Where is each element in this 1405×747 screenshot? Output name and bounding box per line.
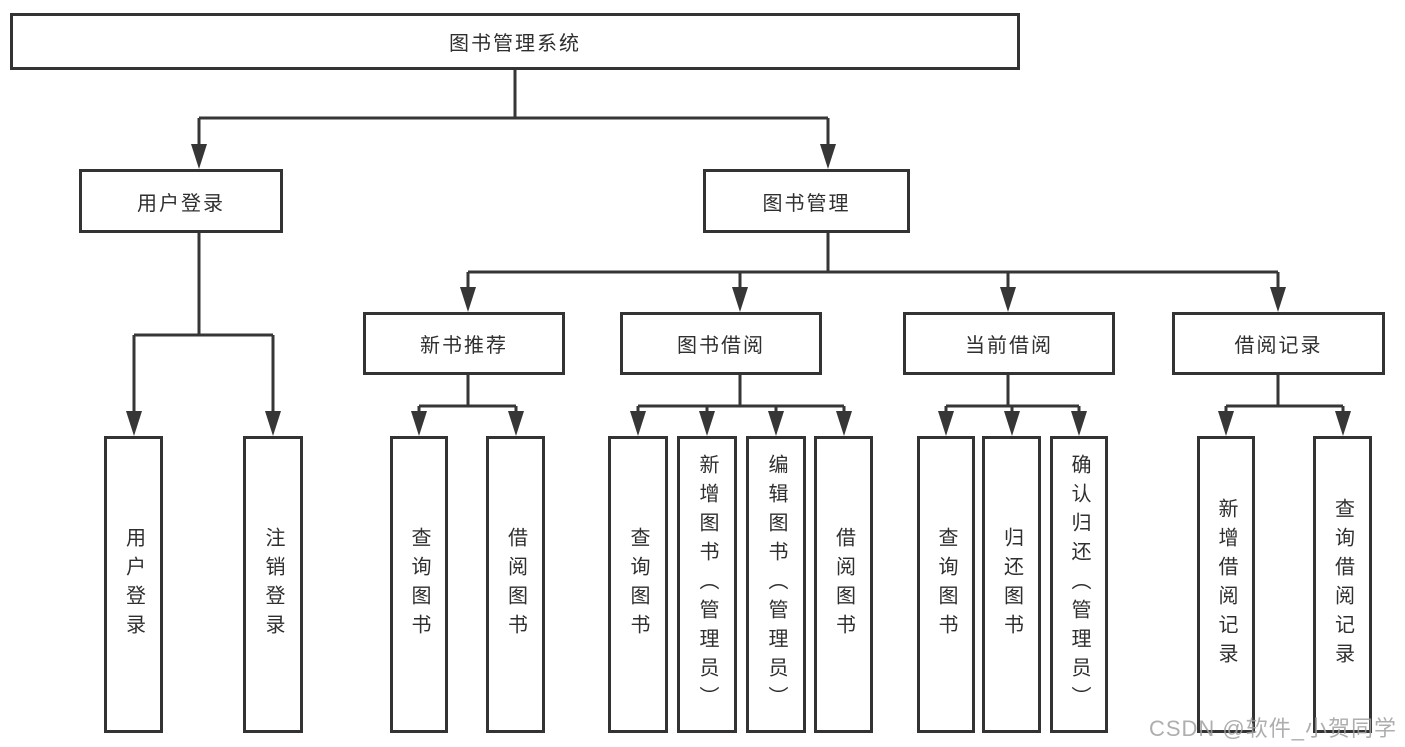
node-label: 图书管理系统 <box>449 33 581 55</box>
node-label: 借阅图书 <box>504 526 527 643</box>
node-label: 归还图书 <box>1000 526 1023 643</box>
node-label: 查询图书 <box>627 526 649 643</box>
node-label: 查询借阅记录 <box>1331 497 1354 672</box>
leaf-logout: 注销登录 <box>243 436 303 733</box>
leaf-edit-books-admin: 编辑图书（管理员） <box>746 436 806 733</box>
node-label: 当前借阅 <box>965 335 1053 357</box>
leaf-borrow-books-recommend: 借阅图书 <box>486 436 545 733</box>
node-label: 查询图书 <box>935 526 957 643</box>
csdn-watermark: CSDN @软件_小贺同学 <box>1148 716 1397 741</box>
leaf-borrow-books-borrowing: 借阅图书 <box>814 436 873 733</box>
node-label: 图书管理 <box>762 192 851 215</box>
node-current-borrowing: 当前借阅 <box>903 312 1115 375</box>
node-library-management-system: 图书管理系统 <box>10 13 1020 70</box>
leaf-query-books-current: 查询图书 <box>917 436 975 733</box>
leaf-query-books-recommend: 查询图书 <box>390 436 448 733</box>
leaf-add-books-admin: 新增图书（管理员） <box>677 436 737 733</box>
node-label: 新书推荐 <box>420 335 508 357</box>
leaf-confirm-return-admin: 确认归还（管理员） <box>1050 436 1108 733</box>
leaf-user-login: 用户登录 <box>104 436 163 733</box>
leaf-query-books-borrowing: 查询图书 <box>608 436 668 733</box>
node-label: 用户登录 <box>137 192 225 215</box>
node-label: 编辑图书（管理员） <box>765 454 787 715</box>
node-label: 新增借阅记录 <box>1215 497 1237 672</box>
node-book-management: 图书管理 <box>703 169 910 233</box>
leaf-add-borrow-record: 新增借阅记录 <box>1197 436 1255 733</box>
node-new-book-recommend: 新书推荐 <box>363 312 565 375</box>
node-label: 查询图书 <box>408 526 430 643</box>
leaf-return-books: 归还图书 <box>982 436 1041 733</box>
node-label: 新增图书（管理员） <box>696 454 718 715</box>
node-label: 借阅记录 <box>1234 335 1323 357</box>
arrowhead-icons <box>126 144 1351 436</box>
node-user-login: 用户登录 <box>79 169 283 233</box>
node-label: 确认归还（管理员） <box>1068 454 1090 715</box>
node-label: 借阅图书 <box>832 526 855 643</box>
node-label: 用户登录 <box>122 526 145 643</box>
node-label: 图书借阅 <box>677 335 765 357</box>
node-book-borrowing: 图书借阅 <box>620 312 822 375</box>
leaf-query-borrow-record: 查询借阅记录 <box>1313 436 1372 733</box>
node-borrowing-records: 借阅记录 <box>1172 312 1385 375</box>
node-label: 注销登录 <box>262 526 284 643</box>
